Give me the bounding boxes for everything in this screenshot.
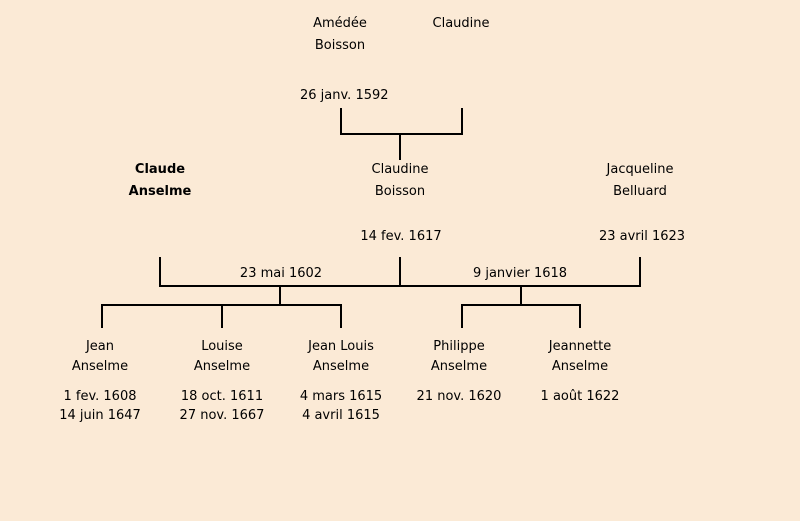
connector-jacqueline-drop [639,257,641,287]
person-jeannette-anselme[interactable]: Jeannette Anselme [549,337,611,377]
person-claude-anselme[interactable]: Claude Anselme [129,159,192,203]
connector-child-jeanlouis-drop [340,306,342,328]
birth-date: 21 nov. 1620 [416,389,502,404]
birth-date: 1 août 1622 [540,389,620,404]
person-amedee-boisson[interactable]: Amédée Boisson [313,13,367,57]
person-first-name: Amédée [313,16,367,31]
marriage-date-1592: 26 janv. 1592 [300,88,389,103]
person-louise-anselme[interactable]: Louise Anselme [194,337,250,377]
birth-date: 1 fev. 1608 [63,389,137,404]
connector-gen1-mother-drop [461,108,463,135]
birth-date: 4 mars 1615 [299,389,383,404]
person-first-name: Jacqueline [606,162,674,177]
date-jacqueline-belluard: 23 avril 1623 [598,229,686,244]
person-claudine-senior[interactable]: Claudine [433,13,490,35]
birth-date: 18 oct. 1611 [180,389,264,404]
date-claudine-boisson: 14 fev. 1617 [360,229,442,244]
person-last-name: Anselme [430,359,488,374]
death-date: 4 avril 1615 [302,408,380,423]
person-first-name: Jeannette [548,339,612,354]
death-date: 27 nov. 1667 [179,408,265,423]
dates-jean-louis-anselme: 4 mars 1615 4 avril 1615 [300,387,382,425]
person-philippe-anselme[interactable]: Philippe Anselme [431,337,487,377]
person-claudine-boisson[interactable]: Claudine Boisson [372,159,429,203]
person-first-name: Claudine [432,16,490,31]
person-first-name: Claudine [371,162,429,177]
connector-gen1-marriage-bar [340,133,463,135]
connector-claudine-drop [399,257,401,287]
connector-marriage2-children-drop [520,287,522,306]
connector-children2-bar [461,304,581,306]
dates-louise-anselme: 18 oct. 1611 27 nov. 1667 [180,387,265,425]
connector-gen1-father-drop [340,108,342,135]
connector-claude-drop [159,257,161,287]
connector-gen2-marriage-bar [159,285,641,287]
person-last-name: Anselme [551,359,609,374]
connector-child-louise-drop [221,306,223,328]
person-last-name: Boisson [314,38,366,53]
connector-child-philippe-drop [461,306,463,328]
dates-jeannette-anselme: 1 août 1622 [541,387,620,406]
person-first-name: Jean Louis [308,339,374,354]
person-first-name: Claude [134,162,186,177]
connector-marriage1-children-drop [279,287,281,306]
person-first-name: Philippe [433,339,485,354]
person-jacqueline-belluard[interactable]: Jacqueline Belluard [607,159,674,203]
connector-gen1-child-drop [399,135,401,160]
person-last-name: Boisson [374,184,426,199]
connector-child-jeannette-drop [579,306,581,328]
marriage-date-1618: 9 janvier 1618 [472,266,568,281]
person-last-name: Anselme [71,359,129,374]
person-jean-anselme[interactable]: Jean Anselme [72,337,128,377]
dates-jean-anselme: 1 fev. 1608 14 juin 1647 [59,387,141,425]
marriage-date-1602: 23 mai 1602 [239,266,323,281]
person-last-name: Anselme [312,359,370,374]
dates-philippe-anselme: 21 nov. 1620 [417,387,502,406]
connector-child-jean-drop [101,306,103,328]
person-last-name: Anselme [128,184,192,199]
person-last-name: Belluard [613,184,667,199]
person-first-name: Jean [85,339,115,354]
person-first-name: Louise [201,339,243,354]
person-jean-louis-anselme[interactable]: Jean Louis Anselme [308,337,374,377]
person-last-name: Anselme [193,359,251,374]
death-date: 14 juin 1647 [59,408,141,423]
connector-children1-bar [101,304,342,306]
